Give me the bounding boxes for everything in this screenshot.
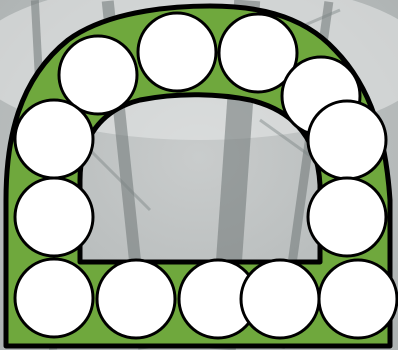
- slot-circle[interactable]: [15, 178, 93, 256]
- slot-circle[interactable]: [15, 100, 93, 178]
- slot-circle[interactable]: [308, 101, 386, 179]
- slot-circle[interactable]: [319, 260, 397, 338]
- slot-circle[interactable]: [15, 259, 93, 337]
- slot-circle[interactable]: [308, 178, 386, 256]
- slot-circle[interactable]: [97, 260, 175, 338]
- slot-circle[interactable]: [241, 260, 319, 338]
- slot-circle[interactable]: [138, 13, 216, 91]
